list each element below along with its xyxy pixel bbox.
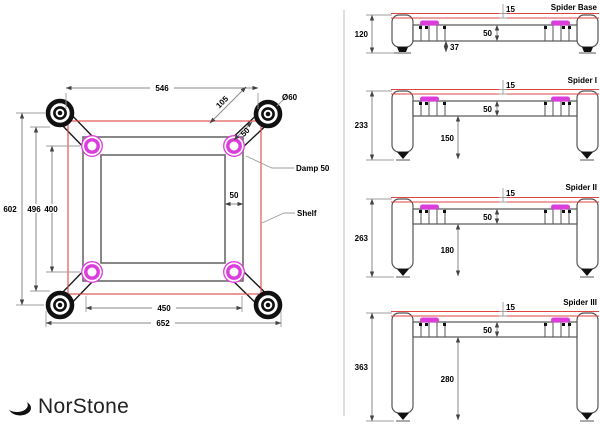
damp-clamp xyxy=(551,317,570,323)
shelf-side-lines xyxy=(391,196,599,203)
dim-bottom-outer-label: 652 xyxy=(156,319,170,328)
dim-overall-depth-label: 602 xyxy=(3,205,17,214)
spider-1-height-label: 233 xyxy=(355,121,369,130)
spider-2-title: Spider II xyxy=(565,183,597,192)
spider-2-view: Spider II 15 50 263 180 xyxy=(355,183,599,278)
spider-1-view: Spider I 15 50 233 150 xyxy=(355,76,599,161)
damp-clamp xyxy=(551,20,570,26)
dim-bottom-inner-label: 450 xyxy=(157,304,171,313)
spider-1-title: Spider I xyxy=(568,76,597,85)
spider-2-shelf-thickness-label: 15 xyxy=(506,189,515,198)
shelf-side-lines xyxy=(391,12,599,19)
corner-arms xyxy=(58,111,269,307)
shelf-outline xyxy=(67,120,262,295)
spider-2-clearance-label: 180 xyxy=(441,246,455,255)
spider-3-clearance-label: 280 xyxy=(441,375,455,384)
shelf-side-lines xyxy=(391,310,599,317)
feet xyxy=(45,98,283,320)
shelf-side-lines xyxy=(391,88,599,95)
spider-base-shelf-thickness-label: 15 xyxy=(506,5,515,14)
spider-base-title: Spider Base xyxy=(551,3,598,12)
spider-1-clearance-label: 150 xyxy=(441,134,455,143)
shelf-callout-label: Shelf xyxy=(297,209,317,218)
spider-3-title: Spider III xyxy=(563,298,597,307)
plan-view: 546 105 50 Ø60 602 496 400 50 450 652 xyxy=(1,84,330,328)
spider-3-height-label: 363 xyxy=(355,363,369,372)
spider-base-beam-label: 50 xyxy=(483,29,492,38)
damp-callout-label: Damp 50 xyxy=(296,164,330,173)
norstone-wordmark: NorStone xyxy=(38,395,130,418)
foot-diameter-label: Ø60 xyxy=(282,93,298,102)
norstone-logo: NorStone xyxy=(8,395,129,419)
spider-base-height-label: 120 xyxy=(355,30,369,39)
spider-3-view: Spider III 15 50 363 280 xyxy=(355,298,599,422)
spider-2-beam-label: 50 xyxy=(483,213,492,222)
damp-pads xyxy=(81,135,245,283)
dim-opening-label: 400 xyxy=(44,205,58,214)
spider-1-beam-label: 50 xyxy=(483,105,492,114)
spider-3-beam-label: 50 xyxy=(483,326,492,335)
dim-inner-depth-label: 496 xyxy=(27,205,41,214)
damp-clamp xyxy=(420,96,439,102)
damp-clamp xyxy=(420,20,439,26)
dim-arm-length-label: 105 xyxy=(214,94,230,110)
spider-base-clearance-label: 37 xyxy=(450,43,459,52)
frame-inner xyxy=(100,154,226,264)
dim-member-width-label: 50 xyxy=(230,191,239,200)
damp-clamp xyxy=(551,96,570,102)
spider-2-height-label: 263 xyxy=(355,234,369,243)
dim-top-width-label: 546 xyxy=(155,84,169,93)
spider-base-view: Spider Base 15 50 120 37 xyxy=(355,3,599,54)
damp-clamp xyxy=(420,317,439,323)
norstone-logo-icon xyxy=(8,397,31,415)
spider-1-shelf-thickness-label: 15 xyxy=(506,81,515,90)
spider-3-shelf-thickness-label: 15 xyxy=(506,303,515,312)
damp-clamp xyxy=(551,204,570,210)
damp-clamp xyxy=(420,204,439,210)
